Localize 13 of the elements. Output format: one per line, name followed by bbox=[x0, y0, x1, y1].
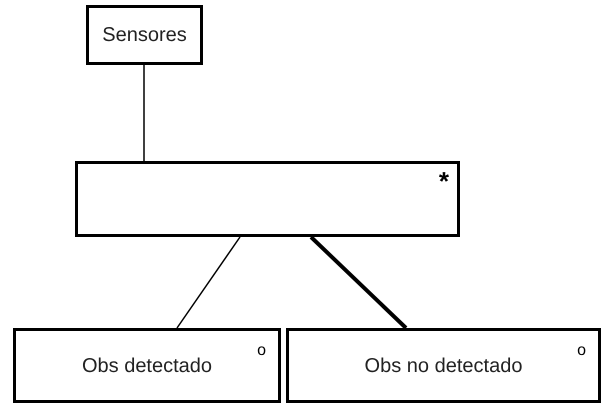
box-marker: * bbox=[438, 168, 449, 194]
box-label: Obs no detectado bbox=[364, 354, 522, 378]
process-box bbox=[75, 161, 460, 237]
box-marker: o bbox=[257, 343, 266, 359]
process-box bbox=[13, 328, 281, 403]
box-marker: o bbox=[577, 343, 586, 359]
connector-line bbox=[310, 236, 408, 330]
process-box bbox=[86, 5, 203, 65]
connector-line bbox=[176, 236, 241, 328]
box-label: Sensores bbox=[102, 23, 187, 48]
box-label: Obs detectado bbox=[82, 354, 212, 378]
process-box bbox=[286, 328, 601, 403]
connector-line bbox=[143, 65, 145, 161]
